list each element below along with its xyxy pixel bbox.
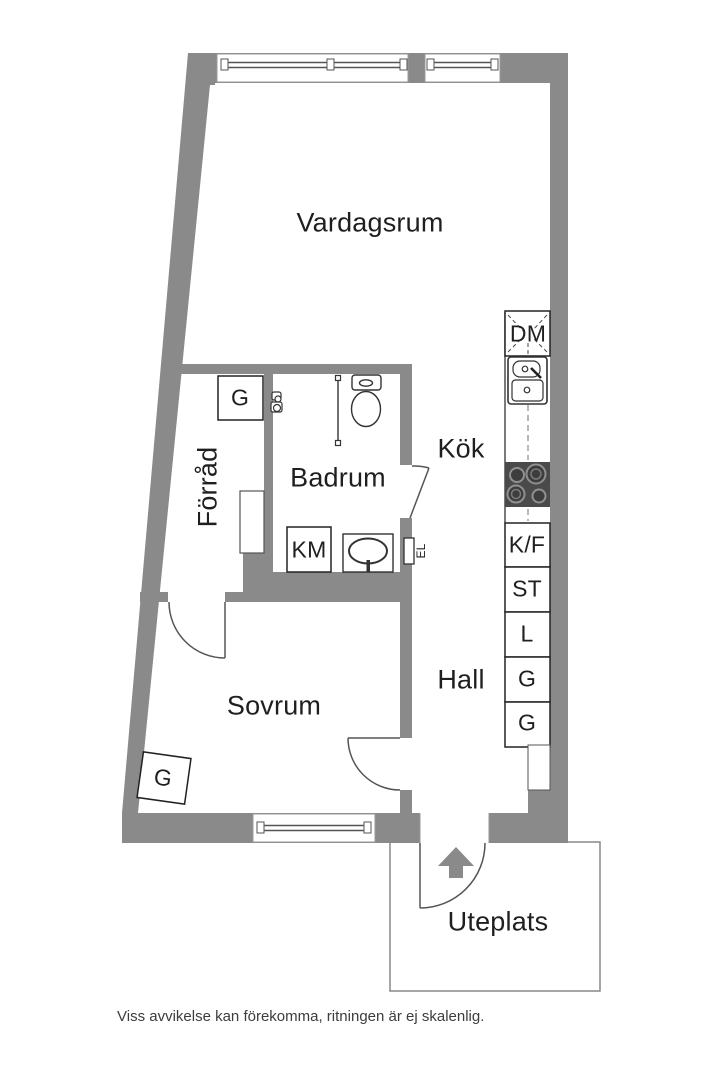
stove-icon: [505, 462, 550, 507]
door-arc-icon-entrance: [419, 842, 486, 909]
room-label-kok: Kök: [437, 433, 485, 464]
kitchen-counter: [504, 310, 551, 791]
uteplats-patio: [389, 841, 601, 992]
fixture-label-linen-closet: L: [520, 620, 534, 647]
window-icon-top-left: [216, 53, 409, 83]
fixture-label-wardrobe-1: G: [517, 665, 537, 692]
washing-machine-icon: [286, 526, 332, 573]
room-label-sovrum: Sovrum: [226, 690, 322, 721]
fixture-label-wardrobe-sovrum: G: [152, 763, 174, 792]
wall-niche: [527, 744, 551, 791]
bathroom-fixtures: [270, 374, 415, 573]
wardrobe-box-2: [504, 701, 551, 748]
fixture-label-washing-machine: KM: [291, 536, 327, 563]
fridge-freezer-box: [504, 522, 551, 568]
walls: [122, 53, 568, 843]
kitchen-sink-icon: [507, 356, 548, 405]
door-arc-icon-sovrum: [347, 737, 401, 791]
windows: [216, 53, 501, 843]
room-label-hall: Hall: [437, 664, 485, 695]
washbasin-icon: [342, 533, 394, 573]
window-icon-bottom: [252, 813, 376, 843]
fixture-label-wardrobe-forrad: G: [230, 384, 250, 411]
window-icon-top-right: [424, 53, 501, 83]
fixture-label-wardrobe-2: G: [517, 709, 537, 736]
room-label-uteplats: Uteplats: [447, 906, 549, 937]
dishwasher-icon: [504, 310, 551, 357]
entrance-opening: [419, 813, 490, 844]
toilet-icon: [350, 374, 382, 428]
shower-mixer-icon: [270, 391, 283, 413]
room-label-vardagsrum: Vardagsrum: [296, 207, 444, 238]
room-label-forrad: Förråd: [192, 446, 223, 528]
fixture-label-dishwasher: DM: [509, 320, 547, 347]
cabinet-boxes: [504, 522, 551, 748]
wardrobe-box-forrad: [217, 375, 264, 421]
closets: [136, 375, 265, 805]
door-arc-icon-badrum: [409, 465, 430, 519]
shelf-forrad: [239, 490, 265, 554]
wardrobe-box-sovrum: [136, 751, 192, 805]
electrical-panel: [403, 537, 415, 565]
entrance-arrow-icon: [438, 847, 474, 878]
shower-icon: [334, 374, 342, 447]
door-arc-icon-forrad: [168, 601, 226, 659]
disclaimer-text: Viss avvikelse kan förekomma, ritningen …: [117, 1008, 485, 1025]
fixture-label-electrical: EL: [414, 543, 428, 559]
fixture-label-cleaning-closet: ST: [512, 575, 542, 602]
room-label-badrum: Badrum: [290, 462, 386, 493]
wardrobe-box-1: [504, 656, 551, 703]
fixture-label-fridge-freezer: K/F: [508, 531, 546, 558]
doors: [168, 465, 486, 909]
cleaning-closet-box: [504, 566, 551, 613]
